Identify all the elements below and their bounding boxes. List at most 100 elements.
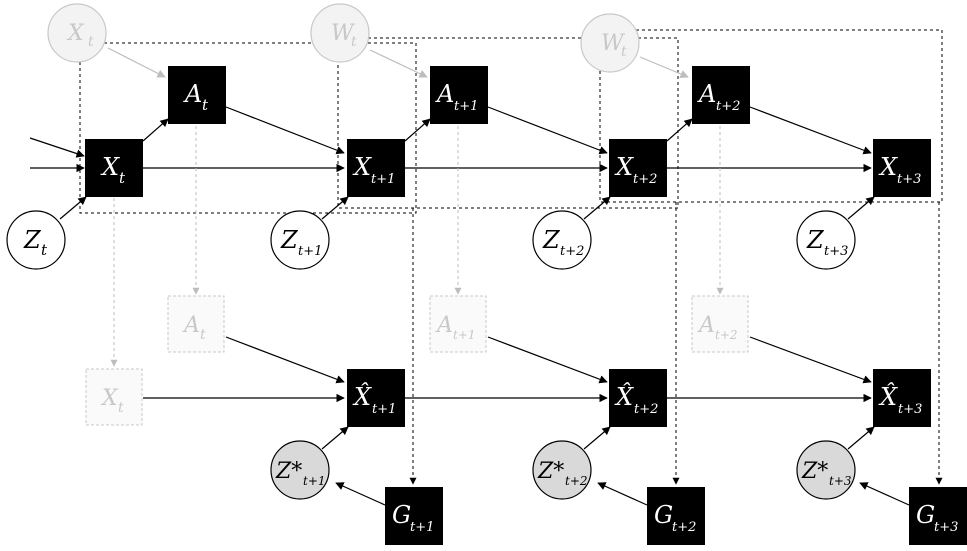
- svg-text:X: X: [352, 153, 372, 181]
- node-Z-t1: Z t+1: [270, 210, 330, 270]
- node-Xhat-t2: X̂ t+2: [609, 369, 667, 427]
- edge-Z-X-t: [59, 196, 87, 220]
- svg-text:t: t: [41, 241, 48, 259]
- node-Xhat-t1: X̂ t+1: [347, 369, 405, 427]
- edge-Zs-Xhat-t2: [583, 426, 611, 450]
- edge-X-A-t2: [666, 118, 693, 142]
- svg-text:t+1: t+1: [371, 172, 395, 187]
- svg-text:A: A: [183, 80, 202, 108]
- svg-text:t: t: [88, 34, 94, 50]
- svg-text:X̂: X̂: [878, 383, 898, 411]
- svg-text:t+2: t+2: [633, 172, 657, 187]
- svg-text:A: A: [697, 313, 715, 338]
- svg-text:G: G: [916, 501, 935, 529]
- edge-A-X-t1: [487, 106, 608, 155]
- node-W-t1: W t: [310, 3, 370, 63]
- edge-Zs-Xhat-t3: [847, 426, 875, 450]
- svg-text:t+3: t+3: [898, 402, 922, 417]
- svg-text:Z*: Z*: [801, 459, 828, 484]
- node-Z-t2: Z t+2: [532, 210, 592, 270]
- edge-Z-X-t3: [847, 196, 875, 220]
- svg-text:G: G: [392, 501, 411, 529]
- window-box-t2: [599, 29, 943, 203]
- edge-W-A-t: [107, 47, 166, 78]
- window-box-t: [79, 42, 417, 214]
- node-Z-t: Z t: [6, 210, 66, 270]
- node-cf-X-t: X t: [85, 368, 143, 426]
- svg-text:Z: Z: [542, 226, 561, 254]
- node-W-t: X t: [47, 3, 107, 63]
- svg-text:Z*: Z*: [537, 459, 564, 484]
- node-X-t1: X t+1: [347, 139, 405, 197]
- svg-text:t+1: t+1: [298, 244, 322, 259]
- svg-text:t+1: t+1: [410, 520, 434, 535]
- node-Z-t3: Z t+3: [796, 210, 856, 270]
- edge-G-Zs-t2: [597, 482, 648, 506]
- node-X-t: X t: [85, 139, 143, 197]
- svg-text:t: t: [118, 400, 124, 416]
- svg-text:A: A: [182, 313, 200, 338]
- svg-text:t+1: t+1: [453, 328, 476, 342]
- svg-text:t+3: t+3: [897, 172, 921, 187]
- svg-text:t+1: t+1: [454, 99, 478, 114]
- node-Zstar-t1: Z* t+1: [270, 440, 330, 500]
- svg-text:G: G: [654, 501, 673, 529]
- svg-text:t+2: t+2: [672, 520, 696, 535]
- svg-text:Z: Z: [23, 226, 42, 254]
- svg-text:t+2: t+2: [716, 99, 740, 114]
- node-G-t3: G t+3: [909, 487, 967, 545]
- svg-text:X: X: [878, 153, 898, 181]
- node-Xhat-t3: X̂ t+3: [873, 369, 931, 427]
- node-Zstar-t2: Z* t+2: [532, 440, 592, 500]
- svg-text:t+2: t+2: [565, 474, 588, 488]
- svg-text:W: W: [601, 31, 626, 56]
- node-G-t1: G t+1: [385, 487, 443, 545]
- node-X-t3: X t+3: [873, 139, 931, 197]
- edge-W-A-t1: [369, 49, 428, 78]
- edge-W-A-t2: [639, 56, 689, 78]
- edge-G-Zs-t1: [335, 482, 386, 506]
- svg-text:t+3: t+3: [824, 244, 848, 259]
- node-cf-A-t: A t: [167, 295, 225, 353]
- node-G-t2: G t+2: [647, 487, 705, 545]
- svg-text:X̂: X̂: [614, 383, 634, 411]
- edge-A-X-t2: [749, 106, 872, 155]
- node-X-t2: X t+2: [609, 139, 667, 197]
- svg-text:t: t: [119, 169, 126, 187]
- svg-text:X: X: [100, 153, 120, 181]
- svg-text:Z: Z: [280, 226, 299, 254]
- node-W-t2: W t: [580, 13, 640, 73]
- window-box-t1: [337, 37, 679, 209]
- node-A-t: A t: [168, 66, 226, 124]
- node-cf-A-t1: A t+1: [429, 295, 487, 353]
- svg-text:t+2: t+2: [634, 402, 658, 417]
- svg-text:t+2: t+2: [715, 328, 738, 342]
- edge-in-1: [29, 137, 85, 158]
- edge-cfA-Xhat-t1: [225, 336, 345, 384]
- edge-Zs-Xhat-t1: [321, 426, 349, 450]
- node-A-t1: A t+1: [430, 66, 488, 124]
- svg-text:Z: Z: [806, 226, 825, 254]
- svg-text:W: W: [331, 21, 356, 46]
- svg-text:t+2: t+2: [560, 244, 584, 259]
- svg-text:t: t: [200, 327, 206, 343]
- edge-Z-X-t2: [583, 196, 611, 220]
- edge-X-A-t1: [404, 118, 431, 142]
- svg-text:t: t: [621, 44, 627, 60]
- svg-text:t+3: t+3: [934, 520, 958, 535]
- edge-A-X-t: [225, 106, 345, 155]
- svg-text:A: A: [435, 80, 454, 108]
- edge-Z-X-t1: [321, 196, 349, 220]
- svg-text:X̂: X̂: [352, 383, 372, 411]
- svg-text:X: X: [614, 153, 634, 181]
- node-A-t2: A t+2: [692, 66, 750, 124]
- svg-text:t: t: [351, 34, 357, 50]
- edge-X-A-t: [142, 118, 169, 142]
- node-cf-A-t2: A t+2: [691, 295, 749, 353]
- svg-text:t: t: [202, 96, 209, 114]
- svg-text:X: X: [66, 21, 85, 46]
- svg-text:X: X: [100, 386, 119, 411]
- svg-text:A: A: [435, 313, 453, 338]
- edge-G-Zs-t3: [859, 482, 910, 506]
